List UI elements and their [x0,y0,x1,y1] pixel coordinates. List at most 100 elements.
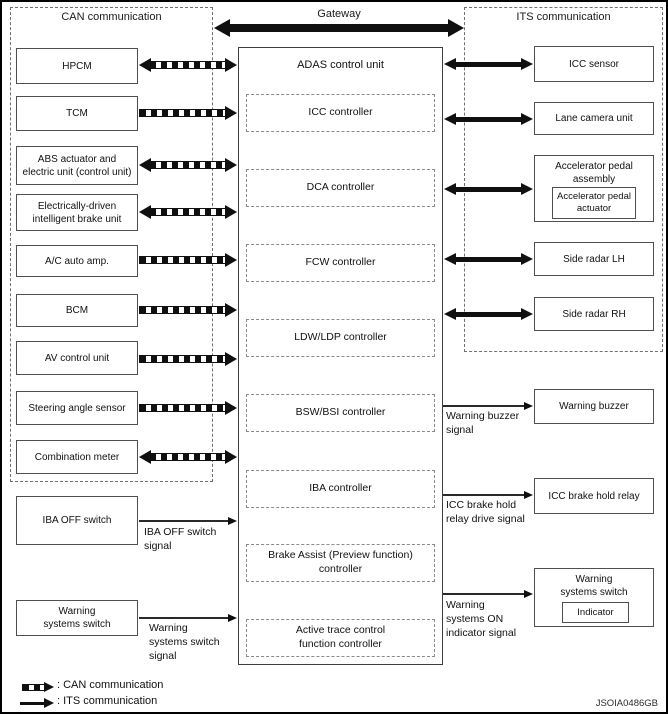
output-unit-label: Warning buzzer [559,401,629,412]
can-unit-box: ABS actuator and electric unit (control … [16,146,138,185]
its-communication-arrow-head-right [521,253,533,265]
controller-box: ICC controller [246,94,435,132]
legend-can-label: : CAN communication [57,679,164,691]
adas-control-unit-title: ADAS control unit [297,59,384,71]
signal-label: Warning systems ON indicator signal [446,599,517,639]
its-unit-label: Accelerator pedal assembly [555,161,633,185]
its-unit-box: Lane camera unit [534,102,654,135]
can-unit-box: HPCM [16,48,138,84]
can-unit-box: Combination meter [16,440,138,474]
its-communication-arrow-head-right [521,183,533,195]
signal-arrow-head-right [228,517,237,525]
its-unit-label: Side radar RH [562,308,626,320]
controller-box: IBA controller [246,470,435,508]
can-communication-arrow [149,453,227,461]
signal-arrow [443,494,526,496]
its-communication-arrow-head-left [444,183,456,195]
can-unit-box: BCM [16,294,138,327]
its-communication-arrow [454,256,523,262]
its-unit-label: Side radar LH [563,253,625,265]
its-communication-arrow [454,61,523,67]
its-region-title: ITS communication [516,11,611,23]
controller-box: Brake Assist (Preview function) controll… [246,544,435,582]
gateway-arrow [228,24,450,32]
output-unit-box: ICC brake hold relay [534,478,654,514]
signal-arrow-head-right [228,614,237,622]
its-communication-arrow [454,186,523,192]
switch-input-box: IBA OFF switch [16,496,138,545]
its-communication-arrow [454,116,523,122]
can-communication-arrow [149,208,227,216]
its-communication-arrow-head-right [521,308,533,320]
can-communication-region [10,7,213,482]
signal-arrow-head-right [524,590,533,598]
signal-label: ICC brake hold relay drive signal [446,499,525,525]
can-communication-arrow-head-right [225,106,237,120]
can-communication-arrow-head-right [225,401,237,415]
can-unit-box: TCM [16,96,138,131]
controller-box: DCA controller [246,169,435,207]
gateway-arrow-head-right [448,19,464,37]
its-unit-box: Side radar LH [534,242,654,276]
can-communication-arrow [139,306,227,314]
its-communication-region [464,7,663,352]
its-unit-box: Side radar RH [534,297,654,331]
can-communication-arrow-head-right [225,158,237,172]
its-unit-label: Lane camera unit [555,113,633,124]
can-communication-arrow-head-left [139,450,151,464]
legend-its-arrow [20,701,46,705]
signal-arrow [139,617,230,619]
can-communication-arrow-head-left [139,205,151,219]
output-unit-label: ICC brake hold relay [548,490,640,502]
indicator-box: Indicator [562,602,629,623]
legend-can-arrow [22,683,46,691]
can-communication-arrow [149,61,227,69]
can-communication-arrow [139,355,227,363]
can-communication-arrow-head-right [225,205,237,219]
its-communication-arrow [454,311,523,317]
accelerator-pedal-actuator-box: Accelerator pedal actuator [552,187,636,219]
gateway-arrow-head-left [214,19,230,37]
its-communication-arrow-head-left [444,308,456,320]
its-unit-label: ICC sensor [568,58,619,70]
can-unit-box: A/C auto amp. [16,245,138,277]
can-communication-arrow [149,161,227,169]
can-communication-arrow-head-right [225,352,237,366]
controller-box: Active trace control function controller [246,619,435,657]
controller-box: LDW/LDP controller [246,319,435,357]
its-communication-arrow-head-left [444,253,456,265]
can-communication-arrow [139,256,227,264]
signal-arrow-head-right [524,402,533,410]
signal-label: Warning buzzer signal [446,410,520,436]
signal-label: Warning systems switch signal [149,622,220,662]
controller-box: BSW/BSI controller [246,394,435,432]
signal-arrow [443,593,526,595]
can-unit-box: Steering angle sensor [16,391,138,425]
can-communication-arrow-head-right [225,450,237,464]
its-unit-box: ICC sensor [534,46,654,82]
figure-code: JSOIA0486GB [595,698,658,709]
can-communication-arrow [139,404,227,412]
can-unit-box: Electrically-driven intelligent brake un… [16,194,138,231]
legend-can-arrow-head-right [44,682,54,692]
its-communication-arrow-head-left [444,113,456,125]
controller-box: FCW controller [246,244,435,282]
can-communication-arrow-head-left [139,158,151,172]
legend-its-arrow-head-right [44,698,54,708]
gateway-label: Gateway [317,8,361,20]
its-communication-arrow-head-left [444,58,456,70]
signal-arrow-head-right [524,491,533,499]
output-unit-label: Warning systems switch [560,574,628,598]
can-communication-arrow-head-right [225,253,237,267]
signal-arrow [139,520,230,522]
can-region-title: CAN communication [61,11,162,23]
its-communication-arrow-head-right [521,58,533,70]
signal-label: IBA OFF switch signal [144,526,217,552]
can-unit-box: AV control unit [16,341,138,375]
can-communication-arrow-head-right [225,303,237,317]
can-communication-arrow-head-right [225,58,237,72]
legend-its-label: : ITS communication [57,695,158,707]
